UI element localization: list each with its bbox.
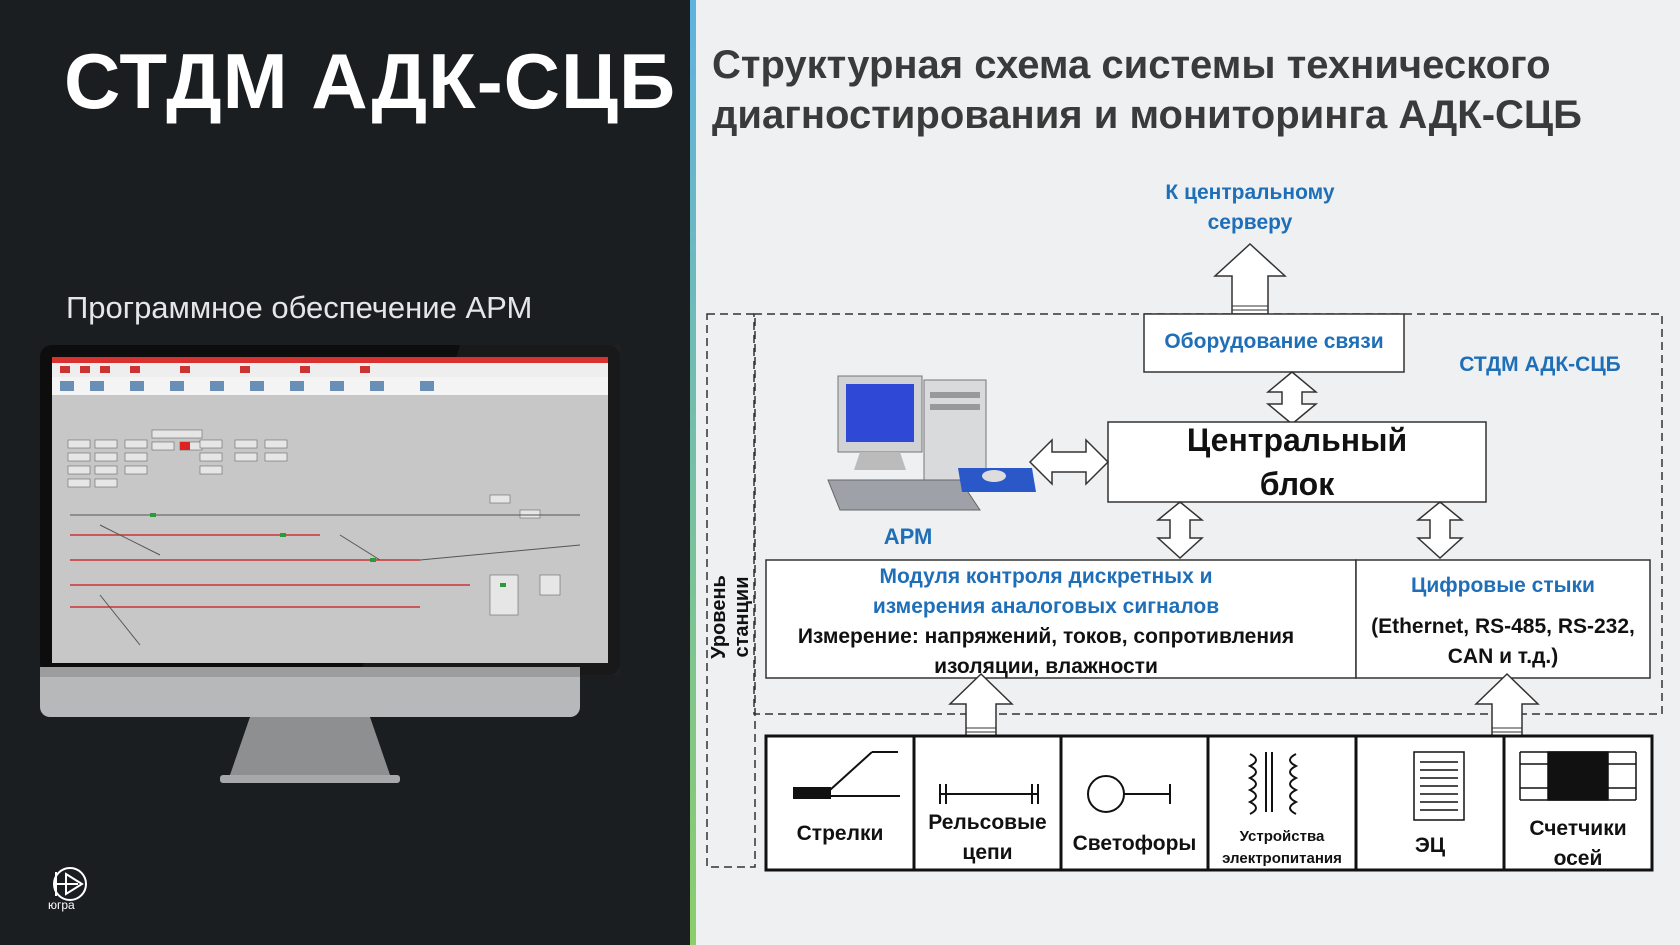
double-arrow-icon bbox=[1265, 371, 1319, 425]
device-label-signals: Светофоры bbox=[1072, 832, 1197, 855]
double-arrow-icon bbox=[1415, 501, 1465, 560]
device-label-power-supply: Устройства электропитания bbox=[1208, 826, 1356, 870]
structure-diagram bbox=[706, 242, 1663, 872]
server-label: К центральному серверу bbox=[1160, 178, 1340, 238]
track-circuit-icon bbox=[939, 784, 1039, 804]
station-level-boundary bbox=[706, 313, 756, 868]
device-label-track-circuits-line1: Рельсовые bbox=[928, 811, 1047, 834]
central-block-line2: блок bbox=[1259, 466, 1335, 502]
module-desc-line1: Измерение: напряжений, токов, сопротивле… bbox=[797, 625, 1295, 648]
comm-equipment-box bbox=[1143, 313, 1405, 373]
server-label-line1: К центральному bbox=[1165, 181, 1335, 204]
digital-interfaces-box bbox=[1355, 559, 1651, 679]
device-label-track-circuits-line2: цепи bbox=[962, 841, 1013, 864]
double-arrow-icon bbox=[1155, 501, 1205, 560]
module-title-line1: Модуля контроля дискретных и bbox=[879, 565, 1213, 588]
module-title: Модуля контроля дискретных и измерения а… bbox=[766, 562, 1326, 622]
monitor-chin bbox=[40, 667, 580, 717]
color-divider bbox=[690, 0, 696, 945]
device-label-power-supply-line2: электропитания bbox=[1222, 850, 1342, 867]
module-title-line2: измерения аналоговых сигналов bbox=[872, 595, 1220, 618]
up-arrow-icon bbox=[948, 672, 1014, 737]
yugra-logo-icon bbox=[53, 867, 87, 901]
logo-text: югра bbox=[48, 898, 75, 912]
digital-interfaces-description: (Ethernet, RS-485, RS-232, CAN и т.д.) bbox=[1356, 612, 1650, 672]
comm-equipment-label: Оборудование связи bbox=[1164, 330, 1384, 353]
axle-counter-icon bbox=[1519, 751, 1637, 801]
module-box bbox=[765, 559, 1357, 679]
device-label-axle-counters-line1: Счетчики bbox=[1529, 817, 1627, 840]
up-arrow-icon bbox=[1474, 672, 1540, 737]
station-level-label: Уровень станции bbox=[708, 575, 753, 659]
monitor-illustration bbox=[40, 345, 620, 783]
device-label-power-supply-line1: Устройства bbox=[1239, 828, 1325, 845]
module-description: Измерение: напряжений, токов, сопротивле… bbox=[766, 622, 1326, 682]
left-panel: СТДМ АДК-СЦБ Программное обеспечение АРМ bbox=[0, 0, 690, 945]
horizontal-double-arrow-icon bbox=[1028, 438, 1110, 486]
central-block-line1: Центральный bbox=[1186, 422, 1408, 458]
page-title: СТДМ АДК-СЦБ bbox=[64, 37, 677, 125]
device-label-switches: Стрелки bbox=[796, 822, 884, 845]
digital-interfaces-title: Цифровые стыки bbox=[1411, 574, 1595, 597]
arm-software-subtitle: Программное обеспечение АРМ bbox=[66, 290, 533, 325]
central-block-label: Центральный блок bbox=[1108, 418, 1486, 506]
central-block-box bbox=[1107, 421, 1487, 503]
diagram-title: Структурная схема системы технического д… bbox=[712, 40, 1672, 140]
device-label-axle-counters: Счетчики осей bbox=[1504, 814, 1652, 874]
system-boundary bbox=[753, 313, 1663, 715]
diagram-title-line2: диагностирования и мониторинга АДК-СЦБ bbox=[712, 93, 1582, 137]
up-arrow-icon bbox=[1213, 242, 1287, 315]
digital-desc-line2: CAN и т.д.) bbox=[1447, 645, 1559, 668]
device-label-track-circuits: Рельсовые цепи bbox=[914, 808, 1061, 868]
diagram-title-line1: Структурная схема системы технического bbox=[712, 43, 1551, 87]
interlocking-icon bbox=[1413, 751, 1465, 821]
module-desc-line2: изоляции, влажности bbox=[934, 655, 1158, 678]
device-label-interlocking: ЭЦ bbox=[1414, 834, 1446, 857]
system-label: СТДМ АДК-СЦБ bbox=[1459, 353, 1621, 376]
arm-label: АРМ bbox=[883, 524, 933, 549]
signal-icon bbox=[1087, 775, 1171, 813]
digital-desc-line1: (Ethernet, RS-485, RS-232, bbox=[1371, 615, 1635, 638]
computer-icon bbox=[827, 375, 1036, 511]
server-label-line2: серверу bbox=[1207, 211, 1293, 234]
power-supply-icon bbox=[1247, 752, 1299, 815]
device-label-axle-counters-line2: осей bbox=[1553, 847, 1603, 870]
monitor-stand bbox=[230, 717, 390, 775]
switch-icon bbox=[793, 751, 900, 799]
